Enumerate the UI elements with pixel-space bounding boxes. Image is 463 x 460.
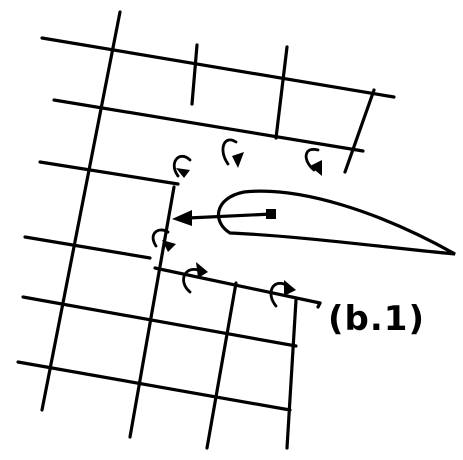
- grid-row-3-left: [38, 160, 180, 186]
- rotation-arrow-5: [182, 262, 208, 294]
- grid-row-6: [21, 295, 298, 348]
- force-arrow-origin: [266, 209, 276, 219]
- grid-col-4-lower: [285, 298, 298, 450]
- grid-col-2-upper: [190, 43, 199, 106]
- rotation-arrow-3: [304, 147, 322, 176]
- force-arrow-shaft: [186, 212, 274, 220]
- rotation-arrow-1: [172, 154, 192, 178]
- grid-rows: [16, 36, 396, 412]
- grid-col-1: [40, 10, 122, 412]
- figure-label: (b.1): [328, 299, 425, 339]
- rotation-arrow-2: [221, 138, 244, 168]
- grid-col-2-lower: [128, 185, 176, 439]
- grid-row-7: [16, 360, 292, 412]
- rotation-arrow-4: [151, 228, 176, 252]
- force-arrow-head: [172, 210, 192, 226]
- grid-row-1: [40, 36, 396, 99]
- rotation-symbols: [151, 138, 322, 308]
- grid-col-6-lower: [316, 301, 322, 309]
- grid-col-3-upper: [274, 45, 289, 140]
- grid-row-4: [23, 235, 152, 260]
- grid-row-5: [153, 266, 322, 305]
- grid-columns: [40, 10, 376, 450]
- force-arrow: [172, 209, 276, 226]
- rotation-arrow-6: [269, 280, 296, 308]
- airfoil-shape: [216, 189, 456, 256]
- grid-col-3-lower: [205, 281, 238, 450]
- grid-row-2: [52, 98, 365, 153]
- grid-col-5-upper: [343, 88, 376, 174]
